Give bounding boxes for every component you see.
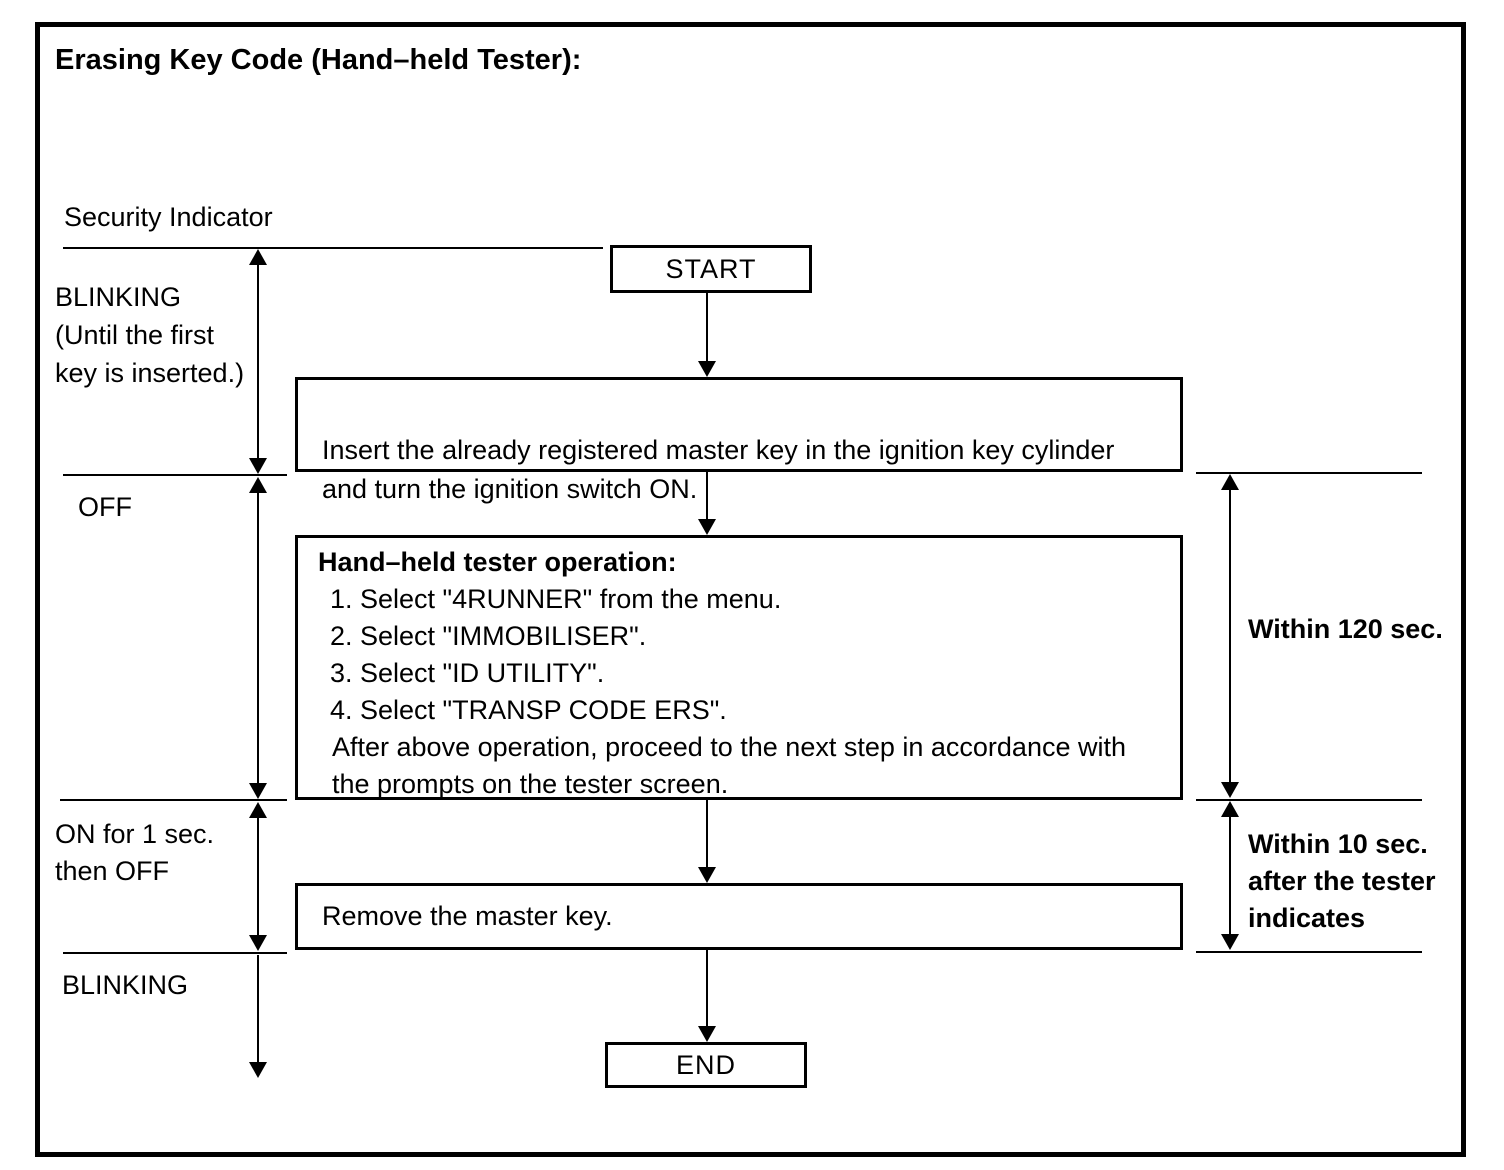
remove-key-text: Remove the master key.	[322, 901, 613, 931]
state-label-off: OFF	[78, 492, 132, 522]
timing-line-bottom	[1196, 951, 1422, 953]
tester-step-4: 4. Select "TRANSP CODE ERS".	[330, 695, 727, 725]
insert-key-text: Insert the already registered master key…	[322, 435, 1115, 504]
state-line-top	[63, 247, 603, 249]
tester-operation-heading: Hand–held tester operation:	[318, 547, 677, 577]
tester-step-2: 2. Select "IMMOBILISER".	[330, 621, 647, 651]
timing-label-120sec: Within 120 sec.	[1248, 614, 1443, 644]
timing-line-top	[1196, 472, 1422, 474]
end-node: END	[605, 1042, 807, 1088]
state-line-off	[63, 474, 287, 476]
tester-operation-note: After above operation, proceed to the ne…	[332, 732, 1126, 799]
start-node: START	[610, 245, 812, 293]
tester-operation-node: Hand–held tester operation: 1. Select "4…	[295, 535, 1183, 800]
page-title: Erasing Key Code (Hand–held Tester):	[55, 44, 582, 76]
page-border	[35, 22, 1466, 1157]
tester-step-1: 1. Select "4RUNNER" from the menu.	[330, 584, 782, 614]
state-label-blinking-end: BLINKING	[62, 970, 189, 1000]
timing-label-10sec: Within 10 sec. after the tester indicate…	[1248, 829, 1436, 933]
security-indicator-heading: Security Indicator	[64, 202, 273, 232]
state-label-on-then-off: ON for 1 sec. then OFF	[55, 819, 215, 886]
tester-step-3: 3. Select "ID UTILITY".	[330, 658, 605, 688]
start-node-label: START	[665, 253, 757, 284]
timing-line-mid	[1196, 799, 1422, 801]
state-label-blinking-first: BLINKING (Until the first key is inserte…	[55, 282, 245, 388]
insert-key-node: Insert the already registered master key…	[295, 377, 1183, 504]
end-node-label: END	[675, 1049, 736, 1080]
state-line-on1sec	[60, 799, 287, 801]
remove-key-node: Remove the master key.	[295, 883, 1183, 950]
state-line-blinking	[63, 952, 287, 954]
